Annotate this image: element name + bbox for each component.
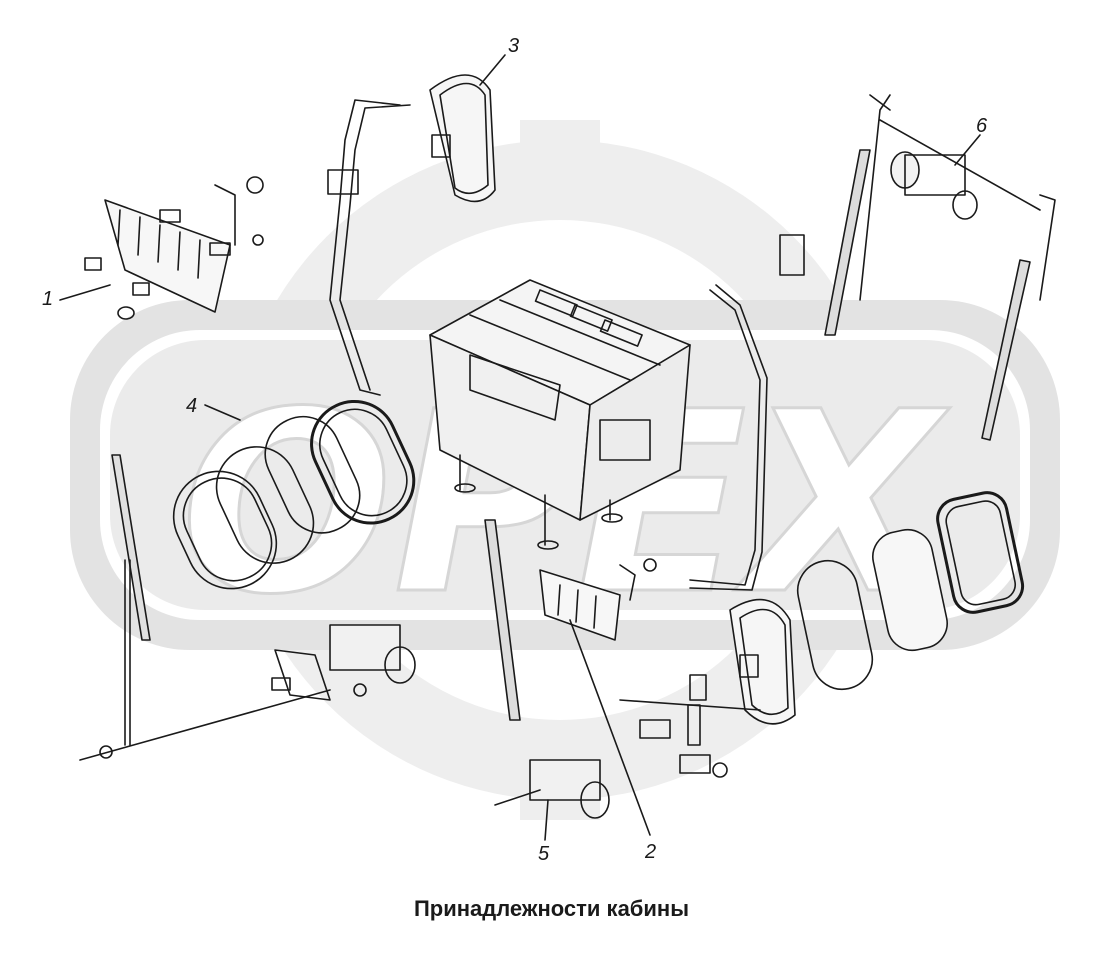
callout-1: 1 (42, 288, 53, 310)
callout-leaders (59, 54, 981, 841)
cable-arm-right (689, 234, 805, 591)
diagram-caption: Принадлежности кабины (413, 896, 689, 921)
wiper-arm-left (79, 454, 331, 761)
window-seals-left (172, 399, 416, 590)
mirror-top (327, 74, 496, 396)
heater-unit (429, 279, 691, 550)
mirror-bracket-hardware (619, 674, 761, 778)
wiper-motor-upper (824, 94, 1056, 441)
callout-3: 3 (508, 35, 519, 57)
callout-6: 6 (976, 115, 988, 137)
callout-5: 5 (538, 843, 550, 865)
callout-4: 4 (186, 395, 197, 417)
windows-right (796, 491, 1025, 691)
sun-visor-right (539, 558, 657, 641)
wiper-motor-lower (484, 519, 610, 819)
callout-2: 2 (644, 841, 656, 863)
wiper-motor-left (271, 624, 416, 701)
sun-visor-left (84, 176, 264, 320)
